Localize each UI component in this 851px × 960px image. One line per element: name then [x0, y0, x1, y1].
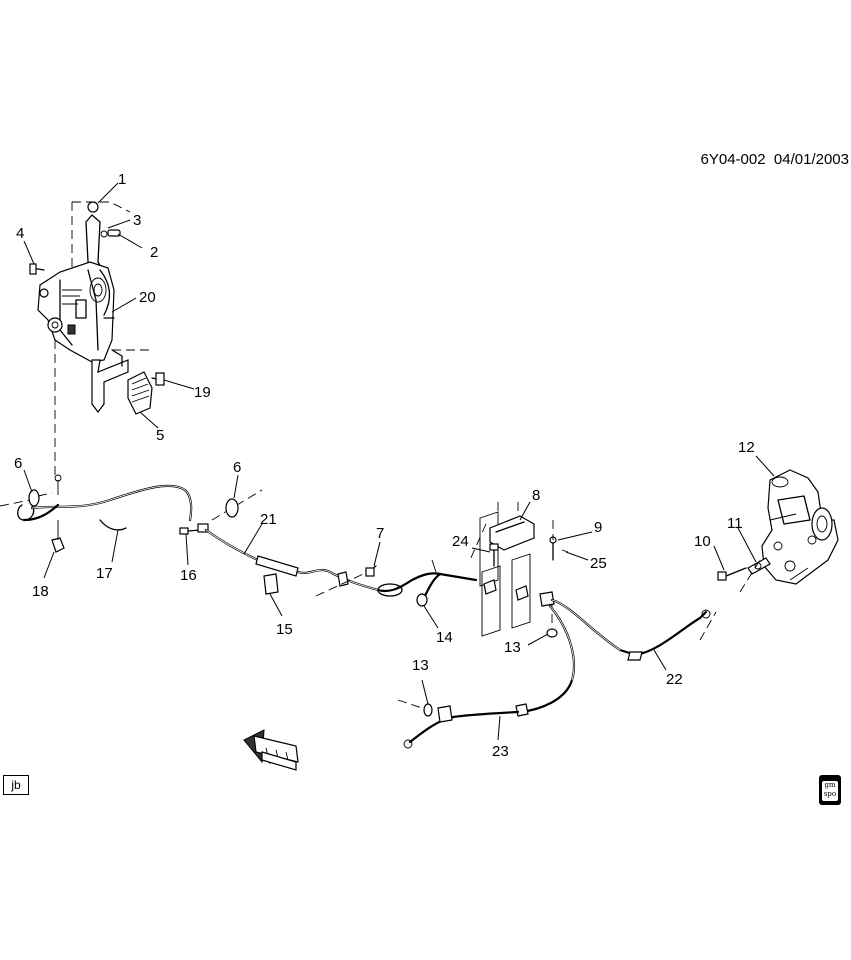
- diagram-code: 6Y04-002: [700, 151, 766, 168]
- callout-10: 10: [694, 533, 711, 550]
- callout-21: 21: [260, 511, 277, 528]
- callout-19: 19: [194, 384, 211, 401]
- callout-6-right: 6: [233, 459, 241, 476]
- callout-17: 17: [96, 565, 113, 582]
- callout-11: 11: [727, 515, 743, 532]
- callout-4: 4: [16, 225, 24, 242]
- rear-cable-right: [539, 591, 717, 661]
- callout-2: 2: [150, 244, 158, 261]
- front-cable: [0, 474, 263, 553]
- callout-7: 7: [376, 525, 384, 542]
- front-arrow-icon: [243, 729, 299, 771]
- callout-13-lower: 13: [412, 657, 429, 674]
- callout-24: 24: [452, 533, 469, 550]
- callout-1: 1: [118, 171, 126, 188]
- callout-20: 20: [139, 289, 156, 306]
- callout-9: 9: [594, 519, 602, 536]
- callout-15: 15: [276, 621, 293, 638]
- callout-25: 25: [590, 555, 607, 572]
- callout-labels: 1 2 3 4 5 6 6 7 8 9 10 11 12 13 13 14 15…: [14, 171, 755, 760]
- logo-line-2: spo: [823, 790, 837, 798]
- corner-tag: jb: [3, 775, 29, 795]
- logo-line-1: gm: [824, 781, 836, 789]
- callout-13-upper: 13: [504, 639, 521, 656]
- equalizer-bracket: [438, 502, 569, 638]
- gmspo-logo: gm spo: [819, 775, 841, 805]
- callout-12: 12: [738, 439, 755, 456]
- diagram-date: 04/01/2003: [773, 151, 849, 168]
- callout-16: 16: [180, 567, 197, 584]
- rear-cable-left: [397, 604, 576, 749]
- intermediate-cable: [197, 523, 442, 597]
- callout-8: 8: [532, 487, 540, 504]
- diagram-header: 6Y04-002 04/01/2003: [701, 151, 849, 168]
- gmspo-logo-inner: gm spo: [822, 781, 838, 801]
- callout-23: 23: [492, 743, 509, 760]
- callout-22: 22: [666, 671, 683, 688]
- callout-14: 14: [436, 629, 453, 646]
- callout-6-left: 6: [14, 455, 22, 472]
- connector-14: [416, 559, 442, 607]
- callout-18: 18: [32, 583, 49, 600]
- pedal-assembly: [29, 201, 165, 480]
- callout-3: 3: [133, 212, 141, 229]
- knuckle: [717, 469, 839, 593]
- leader-lines: [23, 182, 775, 741]
- callout-5: 5: [156, 427, 164, 444]
